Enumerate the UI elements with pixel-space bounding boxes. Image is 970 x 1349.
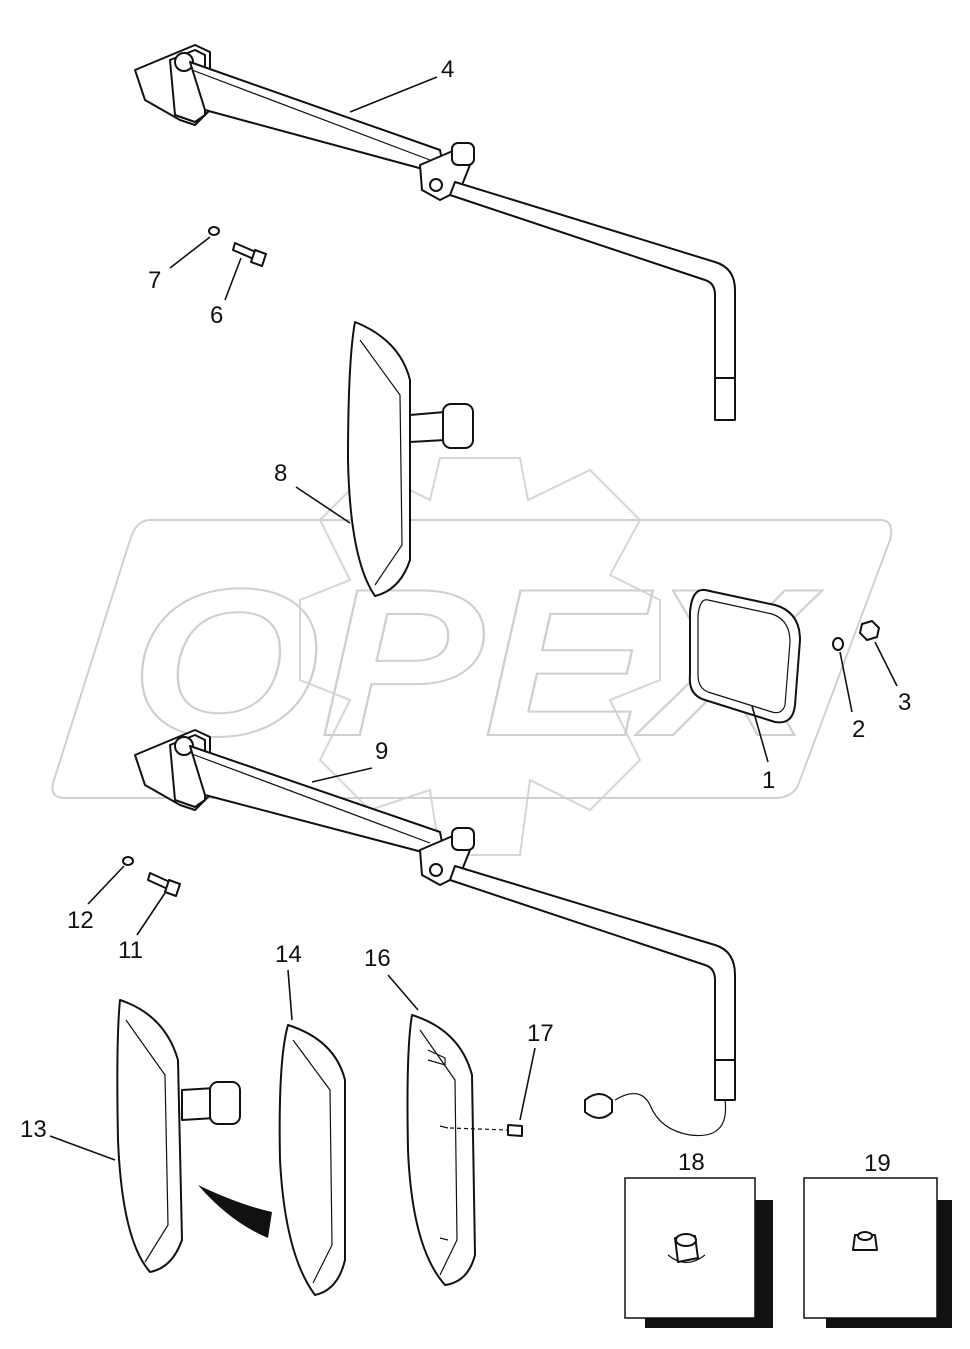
callout-6: 6 [210, 302, 223, 329]
callout-2: 2 [852, 716, 865, 743]
callout-labels: 1 2 3 4 6 7 8 9 11 12 13 14 16 17 18 19 [20, 56, 911, 1177]
leader-lines [49, 76, 898, 1161]
mirror-shell-16 [406, 1014, 476, 1286]
callout-13: 13 [20, 1116, 47, 1143]
bolt-11 [147, 872, 181, 897]
mirror-head-8 [347, 321, 474, 597]
callout-3: 3 [898, 689, 911, 716]
callout-11: 11 [118, 937, 143, 964]
washer-2 [832, 637, 844, 651]
callout-9: 9 [375, 738, 388, 765]
watermark-band [51, 519, 893, 799]
mirror-head-13 [116, 999, 272, 1273]
callout-16: 16 [364, 945, 391, 972]
washer-12 [122, 856, 134, 866]
mirror-glass-14 [278, 1024, 346, 1296]
callout-14: 14 [275, 941, 302, 968]
nut-3 [859, 620, 880, 641]
callout-8: 8 [274, 460, 287, 487]
callout-1: 1 [762, 767, 775, 794]
callout-12: 12 [67, 907, 94, 934]
mirror-arm-lower [134, 729, 736, 1137]
mirror-glass-1 [688, 588, 801, 724]
callout-19: 19 [864, 1150, 891, 1177]
callout-17: 17 [527, 1020, 554, 1047]
callout-4: 4 [441, 56, 454, 83]
callout-18: 18 [678, 1149, 705, 1176]
screw-17 [449, 1124, 523, 1137]
inset-19 [803, 1177, 952, 1328]
mirror-arm-upper [134, 44, 736, 421]
bolt-6 [232, 242, 267, 267]
callout-7: 7 [148, 267, 161, 294]
inset-18 [624, 1177, 773, 1328]
washer-7 [208, 226, 220, 236]
